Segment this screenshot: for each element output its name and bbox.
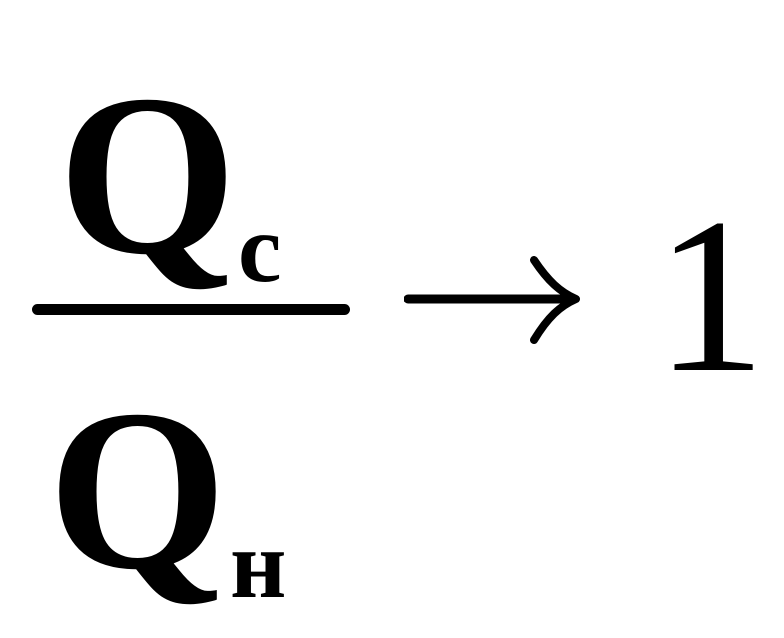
result-value: 1 [655, 173, 766, 419]
denominator-symbol: Q [48, 362, 227, 617]
numerator-symbol: Q [58, 47, 237, 302]
right-arrow-icon [404, 256, 580, 344]
fraction-bar [32, 304, 350, 315]
numerator-subscript: c [238, 195, 282, 303]
denominator-subscript: н [230, 511, 287, 619]
